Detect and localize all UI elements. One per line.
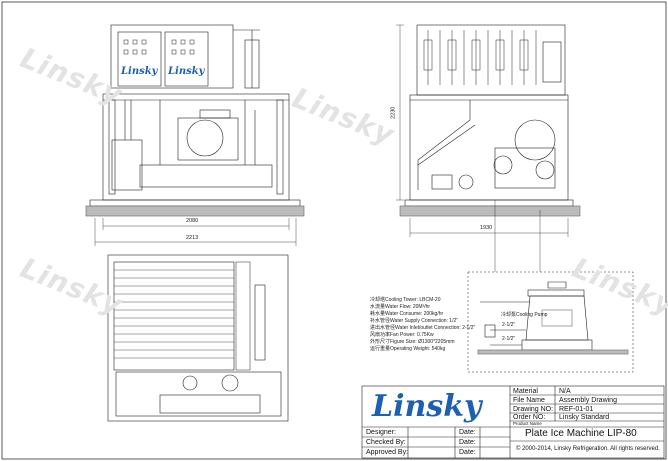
accumulator: [111, 139, 143, 191]
spec-line: 风扇功率Fan Power: 0.75Kw: [370, 332, 434, 338]
panel-logo: Linsky: [168, 66, 205, 77]
label-product-name: Product Name: [513, 421, 542, 426]
label-date: Date:: [459, 449, 476, 456]
top-view: [107, 254, 289, 422]
value-order-no: Linsky Standard: [559, 414, 610, 421]
spec-line: 耗水量Water Consume: 200kg/hr: [370, 311, 444, 317]
plate-lines: [114, 269, 234, 359]
control-panel-right: [164, 31, 209, 87]
label-approved-by: Approved By:: [366, 449, 409, 456]
label-order-no: Order NO:: [513, 414, 546, 421]
label-date: Date:: [459, 439, 476, 446]
compressor-circle: [186, 119, 224, 157]
pump-circle: [458, 174, 474, 190]
value-product-name: Plate Ice Machine LIP-80: [525, 428, 637, 439]
side-view: [396, 24, 581, 237]
value-drawing-no: REF-01-01: [559, 406, 594, 413]
panel-logo: Linsky: [121, 66, 158, 77]
spec-line: 外形尺寸Figure Size: Ø1300*2205mm: [370, 339, 455, 345]
dim-outer-width: 2213: [186, 235, 199, 241]
electric-cabinet: [110, 24, 234, 89]
label-file-name: File Name: [513, 397, 545, 404]
dim-height: 2230: [390, 106, 397, 119]
front-view: [85, 24, 305, 246]
pipe-label: 2-1/2": [502, 322, 516, 328]
spec-line: 水流量Water Flow: 20M³/hr: [370, 304, 431, 310]
control-panel-left: [117, 31, 162, 87]
compressor-side: [514, 119, 556, 161]
top-frame: [107, 254, 289, 422]
condenser: [139, 164, 273, 188]
side-ground: [399, 205, 581, 217]
plate-pipes: [423, 30, 537, 85]
label-date: Date:: [459, 429, 476, 436]
spec-line: 进出水管径Water Inlet/outlet Connection: 2-1/…: [370, 325, 476, 331]
pipe-label: 2-1/2": [502, 336, 516, 342]
value-material: N/A: [559, 388, 571, 395]
spec-line: 运行重量Operating Weight: 540kg: [370, 346, 446, 352]
top-machinery: [115, 371, 282, 417]
tower-body: [525, 295, 589, 341]
label-material: Material: [513, 388, 538, 395]
copyright: © 2000-2014, Linsky Refrigeration. All r…: [516, 446, 660, 452]
value-file-name: Assembly Drawing: [559, 397, 617, 404]
label-designer: Designer:: [366, 429, 396, 436]
label-drawing-no: Drawing NO:: [513, 406, 554, 413]
side-frame: [409, 94, 569, 201]
base-plate: [89, 199, 301, 207]
spec-line: 冷却塔Cooling Tower: LBCM-20: [370, 297, 441, 303]
dim-side-width: 1930: [480, 225, 493, 231]
ground-slab: [85, 205, 305, 217]
cooling-tower: [467, 200, 634, 373]
pump-label: 冷却泵Cooling Pump: [501, 312, 548, 318]
panel-buttons: [123, 39, 195, 55]
title-block: [361, 385, 665, 459]
dim-inner-width: 2080: [186, 218, 199, 224]
side-base: [404, 199, 574, 207]
company-logo: Linsky: [372, 389, 482, 424]
label-checked-by: Checked By:: [366, 439, 406, 446]
ice-chute: [417, 100, 471, 190]
plate-stack: [113, 261, 235, 371]
receiver: [542, 41, 562, 83]
spec-line: 补水管径Water Supply Connection: 1/2": [370, 318, 459, 324]
